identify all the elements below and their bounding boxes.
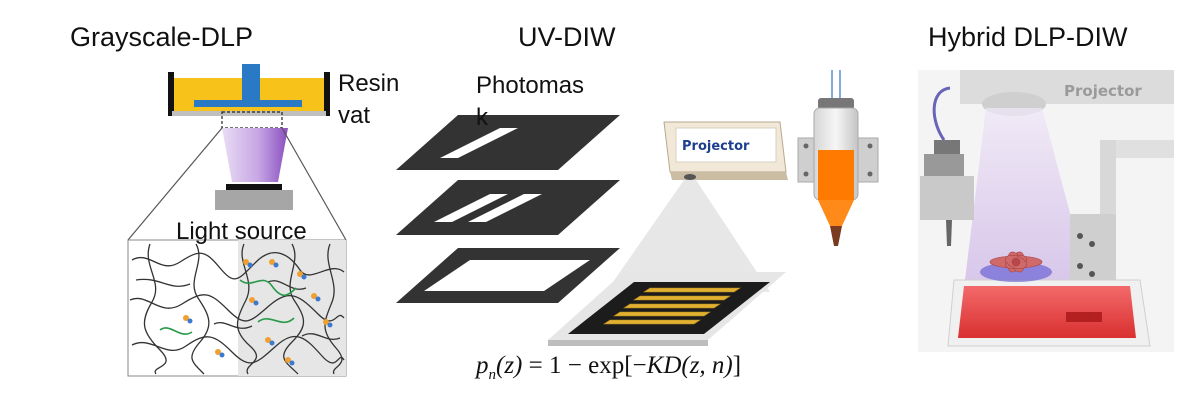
formula-rhs-close: ] [732, 352, 742, 379]
syringe [797, 70, 879, 246]
title-grayscale-dlp: Grayscale-DLP [70, 22, 254, 52]
light-source-top [226, 184, 282, 190]
photomask-3 [396, 248, 620, 303]
photomask-2 [396, 180, 620, 235]
build-plate-rod [242, 64, 260, 102]
photomask-label-line2: k [476, 104, 488, 131]
photomask-label-line1: Photomas [476, 72, 585, 99]
probability-formula: pn(z) = 1 − exp[−KD(z, n)] [476, 352, 741, 384]
projector [663, 121, 788, 180]
zoom-line-right [281, 127, 347, 241]
substrate [548, 272, 786, 346]
light-cone [222, 128, 288, 182]
resin-vat [168, 64, 330, 129]
formula-lhs-var: p [476, 352, 489, 379]
hybrid-resin-bed [958, 286, 1136, 338]
printed-flower [989, 251, 1043, 273]
resin-vat-label: Resin vat [338, 68, 399, 132]
formula-rhs-var: KD [646, 352, 682, 379]
light-source-base [215, 190, 293, 210]
title-uv-diw: UV-DIW [518, 22, 616, 52]
resin-vat-label-line2: vat [338, 102, 371, 129]
hybrid-projector-label: Projector [1064, 82, 1142, 100]
formula-rhs-one: = 1 − [522, 352, 589, 379]
hybrid-extruder [920, 176, 974, 220]
projection-beam [606, 180, 770, 292]
ink-reservoir [818, 150, 854, 200]
formula-lhs-arg: (z) [496, 352, 523, 379]
light-source-label: Light source [176, 218, 307, 245]
formula-rhs-open: [− [624, 352, 647, 379]
zoom-line-left [127, 127, 223, 241]
title-hybrid-dlp-diw: Hybrid DLP-DIW [928, 22, 1128, 52]
formula-rhs-fn: exp [588, 352, 625, 379]
build-plate [194, 100, 302, 107]
projector-label: Projector [682, 139, 750, 154]
formula-rhs-args: (z, n) [681, 352, 733, 379]
hybrid-printer [918, 70, 1174, 352]
photomask-1 [396, 115, 620, 170]
printed-traces [603, 287, 741, 325]
hybrid-light-beam [964, 108, 1090, 288]
polymer-network [127, 239, 347, 377]
resin-vat-label-line1: Resin [338, 70, 400, 97]
photomask-label: Photomas k [476, 70, 584, 134]
formula-lhs-sub: n [488, 367, 497, 383]
hybrid-support-bracket [1070, 214, 1116, 288]
projector-lens [684, 174, 696, 180]
